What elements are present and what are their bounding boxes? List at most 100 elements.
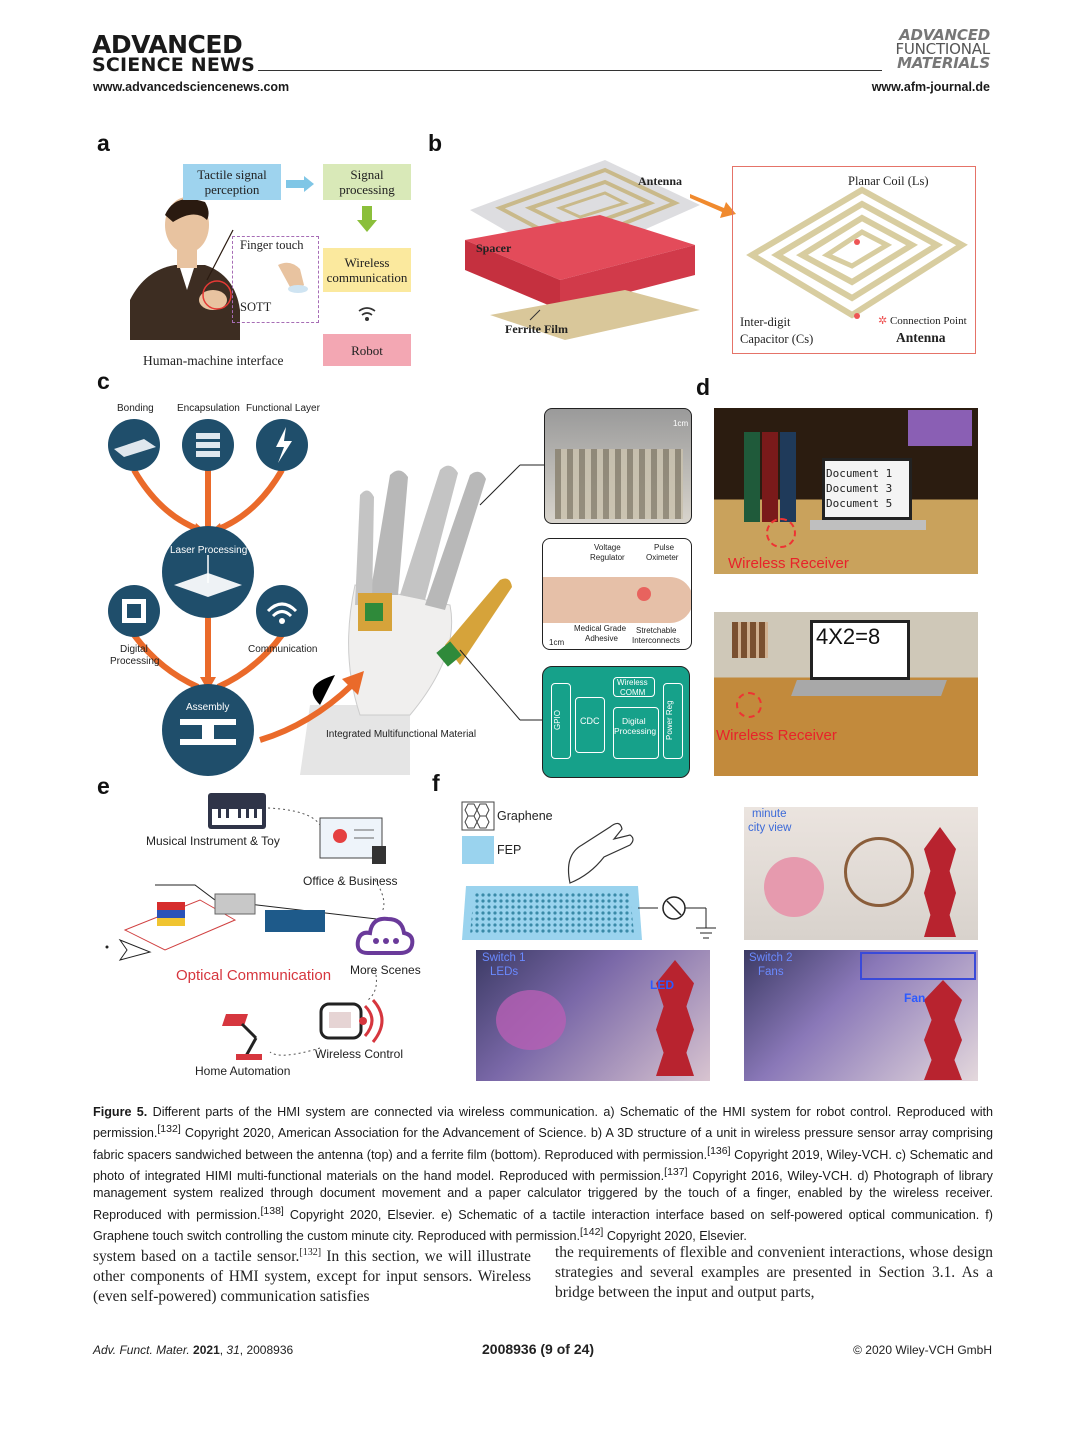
planar-coil-label: Planar Coil (Ls)	[848, 174, 929, 188]
integrated-material-label: Integrated Multifunctional Material	[326, 729, 477, 740]
laptop-base	[810, 520, 926, 530]
ferrite-label: Ferrite Film	[505, 322, 568, 336]
caption-text-1: Different parts of the HMI system are co…	[93, 1105, 994, 1141]
caption-ref-5[interactable]: [142]	[579, 1225, 604, 1238]
publisher-logo: ADVANCED SCIENCE NEWS	[92, 30, 256, 76]
body-column-right: the requirements of flexible and conveni…	[555, 1244, 993, 1301]
piano-icon	[208, 793, 266, 829]
digital-proc-label-1: Digital	[622, 716, 646, 726]
touch-switch-diagram	[462, 886, 716, 940]
musical-label: Musical Instrument & Toy	[146, 834, 280, 848]
finger-sensor-photo	[542, 538, 692, 650]
medical-grade-label-1: Medical Grade	[574, 624, 627, 633]
red-led	[637, 587, 651, 601]
document-1-label: Document 1	[826, 467, 893, 480]
book-red	[762, 432, 778, 522]
switch2-label-1: Switch 2	[749, 952, 793, 964]
journal-line1: ADVANCED	[899, 26, 990, 44]
wireless-receiver-label-top: Wireless Receiver	[728, 555, 849, 572]
pagoda-3	[924, 980, 962, 1080]
wireless-communication-box: Wireless communication	[323, 248, 411, 292]
brand-line1: ADVANCED	[92, 30, 243, 59]
fep-label: FEP	[497, 843, 522, 857]
footer-citation: Adv. Funct. Mater. 2021, 31, 2008936	[93, 1343, 294, 1357]
left-url[interactable]: www.advancedsciencenews.com	[93, 80, 290, 94]
document-5-label: Document 5	[826, 497, 893, 510]
footer-article: 2008936	[246, 1343, 294, 1357]
calculation-text: 4X2=8	[816, 624, 881, 649]
hand-model-illustration	[300, 465, 512, 775]
panel-e-label: e	[97, 773, 110, 799]
stretchable-label-1: Stretchable	[636, 626, 677, 635]
panel-d-label: d	[696, 374, 711, 400]
caption-ref-2[interactable]: [136]	[707, 1144, 731, 1157]
digital-processing-frame	[613, 707, 659, 759]
tactile-signal-box: Tactile signal perception	[183, 164, 281, 200]
laptop-screen-2	[810, 620, 910, 680]
wireless-control-label: Wireless Control	[315, 1047, 404, 1061]
home-automation-label: Home Automation	[195, 1064, 291, 1078]
brand-line2: SCIENCE NEWS	[92, 54, 256, 76]
caption-ref-3[interactable]: [137]	[664, 1165, 688, 1178]
robot-box: Robot	[323, 334, 411, 366]
led-glow	[496, 990, 566, 1050]
office-label: Office & Business	[303, 874, 398, 888]
antenna-detail-frame	[732, 166, 976, 354]
right-url[interactable]: www.afm-journal.de	[871, 80, 990, 94]
antenna-label: Antenna	[638, 174, 683, 188]
zoom-arrow	[690, 194, 736, 218]
pulse-oximeter-label-1: Pulse	[654, 543, 675, 552]
gpio-label: GPIO	[553, 709, 562, 730]
wireless-comm-label-1: Wireless	[617, 678, 648, 687]
caption-text-2: Copyright 2020, American Association for…	[93, 1126, 993, 1162]
digital-processing-label-1: Digital	[120, 644, 148, 655]
led-label: LED	[650, 978, 674, 992]
caption-ref-4[interactable]: [138]	[260, 1204, 284, 1217]
caption-ref-1[interactable]: [132]	[157, 1123, 181, 1136]
scale-1cm-top: 1cm	[673, 419, 689, 428]
optical-communication-illustration	[105, 884, 386, 961]
paper-calculator	[732, 622, 768, 658]
body-ref[interactable]: [132]	[299, 1247, 322, 1258]
panel-b-label: b	[428, 130, 443, 156]
wireless-comm-label-2: COMM	[620, 688, 646, 697]
calculator-photo	[714, 612, 978, 776]
wireless-receiver-label-bottom: Wireless Receiver	[716, 727, 837, 744]
scale-1cm-bottom: 1cm	[549, 638, 565, 647]
functional-layer-label: Functional Layer	[246, 403, 320, 414]
laser-processing-label: Laser Processing	[170, 545, 248, 556]
voltage-regulator-label-2: Regulator	[590, 553, 625, 562]
footer-volume: 31	[226, 1343, 240, 1357]
more-scenes-label: More Scenes	[350, 963, 421, 977]
laptop-screen	[822, 458, 912, 520]
power-reg-frame	[663, 683, 683, 759]
signal-processing-box: Signal processing	[323, 164, 411, 200]
book-green	[744, 432, 760, 522]
caption-text-5: Copyright 2020, Elsevier. e) Schematic o…	[93, 1207, 993, 1244]
communication-label: Communication	[248, 644, 318, 655]
switch1-label-2: LEDs	[490, 966, 519, 978]
book-blue	[780, 432, 796, 522]
graphene-swatch	[461, 801, 495, 831]
medical-grade-label-2: Adhesive	[585, 634, 618, 643]
switch2-label-2: Fans	[758, 966, 784, 978]
cdc-label: CDC	[580, 716, 600, 726]
fabrication-flow-diagram	[108, 419, 308, 776]
orange-arrow	[259, 671, 364, 743]
sensor-array-photo: 1cm	[544, 408, 692, 524]
body-left-b: In this section, we will illustrate othe…	[93, 1248, 531, 1306]
fep-swatch	[462, 836, 494, 864]
finger-icon	[278, 262, 308, 293]
connection-point-label: ✲ Connection Point	[878, 314, 967, 327]
arrow-right-icon	[286, 176, 314, 192]
lamp-icon	[222, 1014, 262, 1060]
callout-lines	[459, 464, 545, 721]
sensor-array-grid	[555, 449, 683, 519]
stretchable-label-2: Interconnects	[632, 636, 681, 645]
dotted-connectors	[267, 807, 385, 1056]
minute-city-photo	[744, 807, 978, 940]
power-reg-label: Power Reg	[665, 700, 674, 740]
switch2-photo	[744, 950, 978, 1081]
receiver-circle-2	[736, 692, 762, 718]
caption-text-3: Copyright 2019, Wiley-VCH. c) Schematic …	[93, 1147, 993, 1184]
